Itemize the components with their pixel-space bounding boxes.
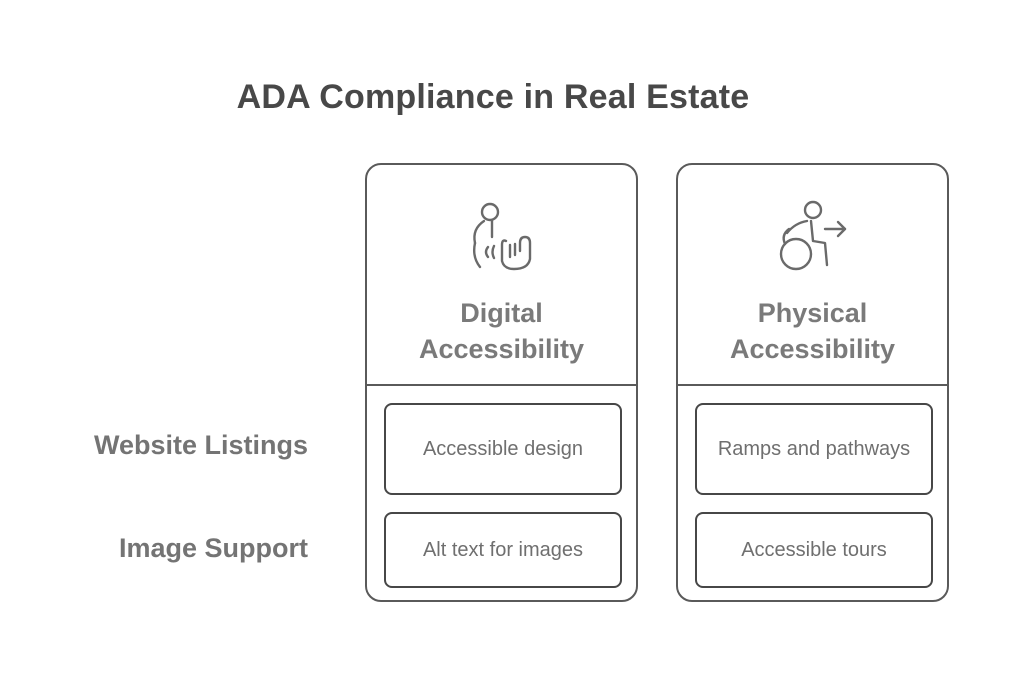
column-title: Physical Accessibility bbox=[678, 295, 947, 367]
cell-accessible-design: Accessible design bbox=[384, 403, 622, 495]
column-divider bbox=[367, 384, 636, 386]
column-title-line1: Physical bbox=[757, 298, 868, 328]
column-digital-accessibility: Digital Accessibility Accessible design … bbox=[365, 163, 638, 602]
row-label-website-listings: Website Listings bbox=[93, 430, 308, 460]
cell-ramps-and-pathways: Ramps and pathways bbox=[695, 403, 933, 495]
column-physical-accessibility: Physical Accessibility Ramps and pathway… bbox=[676, 163, 949, 602]
column-title-line2: Accessibility bbox=[418, 334, 585, 364]
wheelchair-icon bbox=[773, 199, 853, 279]
touch-accessibility-icon bbox=[462, 199, 542, 279]
diagram-title: ADA Compliance in Real Estate bbox=[236, 78, 750, 116]
cell-alt-text-for-images: Alt text for images bbox=[384, 512, 622, 588]
column-title-line1: Digital bbox=[460, 298, 543, 328]
row-label-image-support: Image Support bbox=[118, 533, 308, 563]
cell-accessible-tours: Accessible tours bbox=[695, 512, 933, 588]
column-title-line2: Accessibility bbox=[729, 334, 896, 364]
column-divider bbox=[678, 384, 947, 386]
column-title: Digital Accessibility bbox=[367, 295, 636, 367]
